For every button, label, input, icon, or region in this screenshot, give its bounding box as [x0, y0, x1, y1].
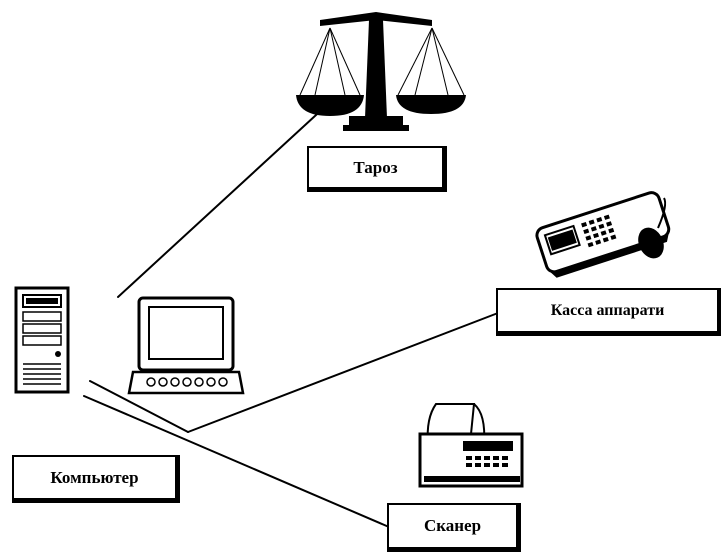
mouse-cable [657, 197, 667, 229]
mouse-icon [638, 227, 664, 259]
computer-tower-icon [14, 286, 70, 394]
scale-label: Тароз [307, 146, 447, 192]
cash-register-label: Касса аппарати [496, 288, 721, 336]
connection-lines [83, 103, 499, 528]
line-tower-junction [89, 380, 189, 433]
balance-scale-icon [296, 12, 466, 131]
monitor-icon [127, 296, 245, 395]
line-computer-to-register [187, 312, 499, 433]
scanner-label: Сканер [387, 503, 521, 552]
line-computer-to-scanner [83, 395, 390, 528]
printer-icon [418, 403, 524, 488]
computer-label: Компьютер [12, 455, 180, 503]
line-computer-to-scale [117, 103, 329, 298]
